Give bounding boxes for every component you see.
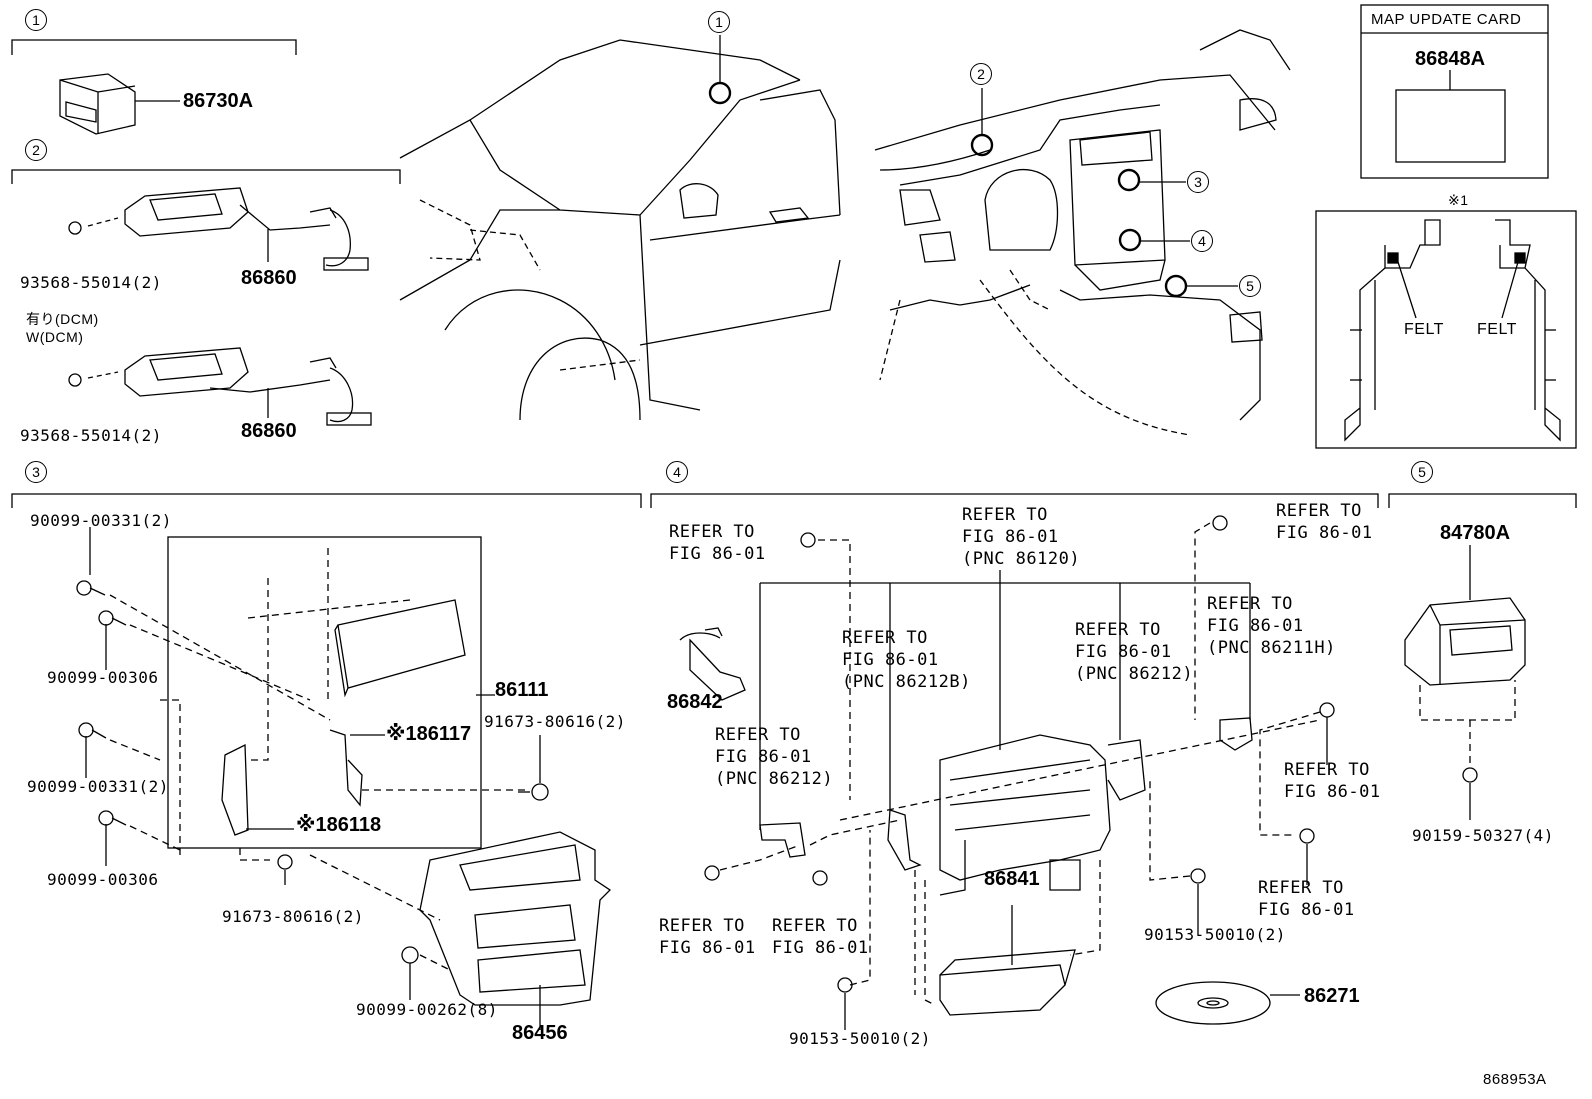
bolt-label-a: 93568-55014(2) [20, 273, 162, 292]
part-86111: 86111 [495, 679, 549, 701]
refer-top-right: REFER TO FIG 86-01 [1276, 501, 1373, 543]
sec4-screw-bottom: 90153-50010(2) [789, 1029, 931, 1048]
sec3-screw-bottom: 91673-80616(2) [222, 907, 364, 926]
part-86118: ※186118 [296, 814, 382, 836]
overview-marker-3: 3 [1187, 171, 1209, 193]
map-update-card-title: MAP UPDATE CARD [1371, 11, 1522, 28]
part-86117: ※186117 [386, 723, 472, 745]
overview-marker-1: 1 [708, 11, 730, 33]
dashboard-interior-drawing [874, 29, 1291, 436]
sec5-screw: 90159-50327(4) [1412, 826, 1554, 845]
refer-86212-left: REFER TO FIG 86-01 (PNC 86212) [715, 725, 834, 789]
part-86456: 86456 [512, 1022, 568, 1044]
map-update-card-part: 86848A [1415, 48, 1486, 70]
refer-top-left: REFER TO FIG 86-01 [669, 522, 766, 564]
note1-marker: ※1 [1448, 192, 1469, 208]
overview-marker-circles [708, 81, 1188, 298]
felt-bracket-drawings [1344, 219, 1561, 442]
refer-top-center: REFER TO FIG 86-01 (PNC 86120) [962, 505, 1081, 569]
section-4-marker: 4 [666, 461, 688, 483]
sec3-bolt-2: 90099-00306 [47, 668, 159, 687]
dcm-unit-b: 86860 [241, 420, 297, 442]
sec3-screw-right: 91673-80616(2) [484, 712, 626, 731]
bolt-label-b: 93568-55014(2) [20, 426, 162, 445]
refer-86211H: REFER TO FIG 86-01 (PNC 86211H) [1207, 594, 1336, 658]
sec3-bolt-4: 90099-00306 [47, 870, 159, 889]
dcm-unit-a: 86860 [241, 267, 297, 289]
refer-right-2: REFER TO FIG 86-01 [1258, 878, 1355, 920]
sec3-bolt-3: 90099-00331(2) [27, 777, 169, 796]
overview-leaders [719, 35, 1238, 287]
section-3-marker: 3 [25, 461, 47, 483]
felt-label-left: FELT [1404, 321, 1444, 338]
relay-86730A-drawing [59, 73, 180, 135]
variant-line-2: W(DCM) [26, 329, 84, 345]
sec4-drawings [679, 515, 1335, 1030]
vehicle-exterior-drawing [399, 39, 841, 421]
sec5-drawings [1404, 545, 1526, 820]
figure-id: 868953A [1483, 1071, 1547, 1088]
overview-marker-4: 4 [1191, 230, 1213, 252]
section-5-marker: 5 [1411, 461, 1433, 483]
section-brackets [11, 4, 1577, 849]
section-1-marker: 1 [25, 9, 47, 31]
refer-86212-center: REFER TO FIG 86-01 (PNC 86212) [1075, 620, 1194, 684]
refer-86212B: REFER TO FIG 86-01 (PNC 86212B) [842, 628, 971, 692]
panel-bolt: 90099-00262(8) [356, 1000, 498, 1019]
part-86271: 86271 [1304, 985, 1360, 1007]
variant-line-1: 有り(DCM) [26, 311, 99, 327]
felt-label-right: FELT [1477, 321, 1517, 338]
part-86730A: 86730A [183, 90, 254, 112]
part-86841: 86841 [984, 868, 1040, 890]
refer-bottom-left-2: REFER TO FIG 86-01 [772, 916, 869, 958]
refer-right-1: REFER TO FIG 86-01 [1284, 760, 1381, 802]
part-84780A: 84780A [1440, 522, 1511, 544]
part-86842: 86842 [667, 691, 723, 713]
dcm-unit-drawings [68, 187, 372, 426]
sec3-bolt-1: 90099-00331(2) [30, 511, 172, 530]
section-2-marker: 2 [25, 139, 47, 161]
sec4-screw-right: 90153-50010(2) [1144, 925, 1286, 944]
overview-marker-2: 2 [970, 63, 992, 85]
sec3-drawings [76, 527, 612, 1030]
refer-bottom-left-1: REFER TO FIG 86-01 [659, 916, 756, 958]
overview-marker-5: 5 [1239, 275, 1261, 297]
